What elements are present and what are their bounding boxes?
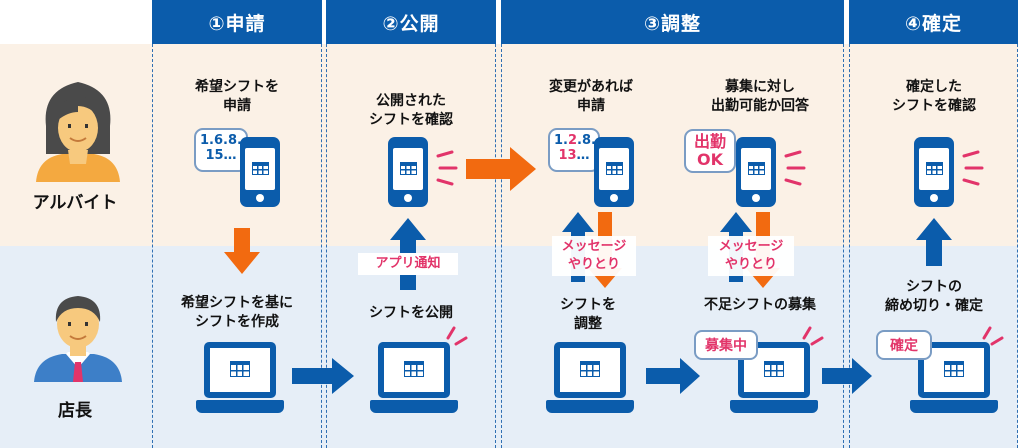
column-3-border [501, 44, 844, 448]
step3-message-label-a: メッセージ やりとり [552, 236, 636, 276]
step4-staff-text: 確定した シフトを確認 [892, 79, 976, 114]
step3-notification-marks-icon [784, 150, 806, 186]
step4-confirmed-badge: 確定 [876, 330, 932, 360]
step3-recruit-marks-icon [802, 326, 824, 346]
step1-request-bubble: 1.6.8. 15… [194, 128, 248, 172]
role-manager-label: 店長 [58, 401, 92, 421]
step2-notification-marks-icon [436, 150, 458, 186]
step-header-confirm: ④確定 [849, 0, 1018, 44]
step-header-adjust: ③調整 [501, 0, 844, 44]
step4-smartphone-icon [914, 137, 954, 207]
step2-laptop-icon [370, 342, 458, 414]
step-header-publish: ②公開 [326, 0, 496, 44]
step3-attendance-ok-bubble: 出勤 OK [684, 129, 736, 173]
step1-laptop-icon [196, 342, 284, 414]
step3-to-step4-arrow-icon [822, 358, 872, 394]
step1-smartphone-icon [240, 137, 280, 207]
step3-message-label-b: メッセージ やりとり [708, 236, 794, 276]
step4-manager-text: シフトの 締め切り・確定 [885, 279, 983, 314]
step3-change-request-bubble: 1.2.8. 13… [548, 128, 600, 172]
step4-up-arrow-icon [916, 218, 952, 266]
step2-staff-text: 公開された シフトを確認 [369, 93, 453, 128]
part-timer-avatar [36, 82, 120, 182]
step1-manager-text: 希望シフトを基に シフトを作成 [181, 295, 293, 330]
step3-staff-b-text: 募集に対し 出勤可能か回答 [711, 79, 809, 114]
step3-laptop-a-icon [546, 342, 634, 414]
step3-smartphone-b-icon [736, 137, 776, 207]
step3-recruiting-badge: 募集中 [694, 330, 758, 360]
role-part-timer-label: アルバイト [32, 193, 118, 213]
step4-laptop-icon [910, 342, 998, 414]
step2-smartphone-icon [388, 137, 428, 207]
step1-staff-text: 希望シフトを 申請 [195, 79, 279, 114]
manager-band [0, 246, 1018, 448]
column-2-border [326, 44, 496, 448]
step4-notification-marks-icon [962, 150, 984, 186]
step-header-apply: ①申請 [152, 0, 322, 44]
step4-confirm-marks-icon [982, 326, 1004, 346]
step2-app-notification-label: アプリ通知 [358, 253, 458, 275]
step3-staff-a-text: 変更があれば 申請 [549, 79, 633, 114]
step1-to-step2-arrow-icon [292, 358, 354, 394]
step3-manager-b-text: 不足シフトの募集 [704, 297, 816, 313]
step1-down-arrow-icon [224, 228, 260, 274]
column-1-border [152, 44, 322, 448]
step2-manager-text: シフトを公開 [369, 305, 453, 321]
step2-publish-marks-icon [446, 326, 468, 346]
step3-smartphone-a-icon [594, 137, 634, 207]
manager-avatar [34, 296, 122, 382]
step3-inner-arrow-icon [646, 358, 700, 394]
step2-to-step3-arrow-icon [466, 147, 536, 191]
step3-manager-a-text: シフトを 調整 [560, 297, 616, 332]
part-timer-band [0, 44, 1018, 246]
